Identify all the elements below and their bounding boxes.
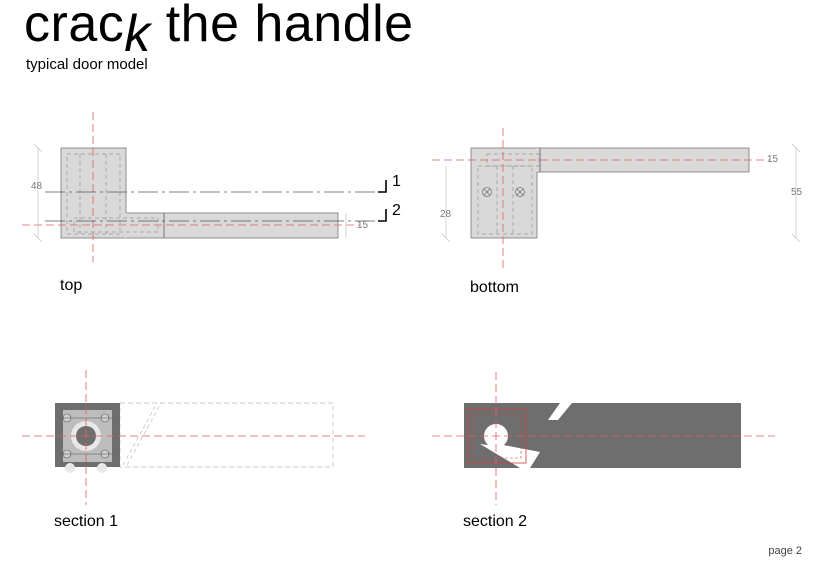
bottom-view [432,128,801,272]
section-mark-1: 1 [392,173,401,190]
title-k: k [124,5,151,63]
label-section-1: section 1 [54,513,119,530]
section-mark-2: 2 [392,202,401,219]
section-2-view [432,372,775,505]
title-main: crac [24,0,125,53]
page-title: crack the handle [24,0,414,63]
label-top: top [60,277,83,294]
dim-bottom-lever: 15 [767,154,779,165]
label-bottom: bottom [470,279,519,296]
page-number: page 2 [768,545,802,557]
page-subtitle: typical door model [26,56,148,73]
label-section-2: section 2 [463,513,528,530]
bottom-rose [470,147,538,239]
section-1-view [22,370,365,505]
dim-top-lever: 15 [357,220,369,231]
top-rose [60,147,127,239]
dim-top-height: 48 [31,181,43,192]
dim-bottom-rose: 28 [440,209,452,220]
title-rest: the handle [150,0,414,53]
dim-bottom-total: 55 [791,187,803,198]
top-view [22,112,387,262]
